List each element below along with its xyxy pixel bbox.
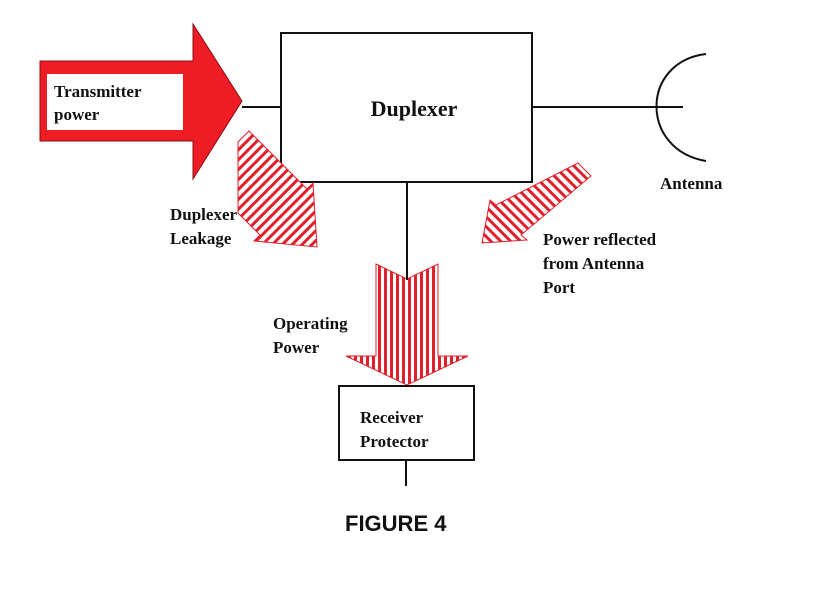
reflected-power-arrow bbox=[481, 162, 592, 244]
duplexer-label: Duplexer bbox=[371, 96, 458, 121]
duplexer-block: Duplexer bbox=[280, 32, 533, 183]
operating-label-line2: Power bbox=[273, 338, 320, 357]
receiver-label-line1: Receiver bbox=[360, 408, 424, 427]
operating-label-line1: Operating bbox=[273, 314, 348, 333]
reflected-label-line2: from Antenna bbox=[543, 254, 645, 273]
receiver-label-line2: Protector bbox=[360, 432, 429, 451]
duplexer-leakage-label-line2: Leakage bbox=[170, 229, 232, 248]
reflected-label-line3: Port bbox=[543, 278, 575, 297]
transmitter-label-box bbox=[47, 74, 183, 130]
reflected-label-line1: Power reflected bbox=[543, 230, 657, 249]
operating-power-arrow bbox=[345, 263, 469, 386]
antenna-label: Antenna bbox=[660, 174, 723, 193]
antenna-dish-icon bbox=[655, 53, 707, 162]
receiver-protector-block: Receiver Protector bbox=[338, 385, 475, 461]
figure-caption: FIGURE 4 bbox=[345, 511, 447, 536]
transmitter-power-arrow: Transmitter power bbox=[39, 22, 243, 181]
duplexer-leakage-arrow bbox=[237, 130, 318, 248]
transmitter-label-line1: Transmitter bbox=[54, 82, 142, 101]
transmitter-label-line2: power bbox=[54, 105, 100, 124]
duplexer-leakage-label-line1: Duplexer bbox=[170, 205, 238, 224]
